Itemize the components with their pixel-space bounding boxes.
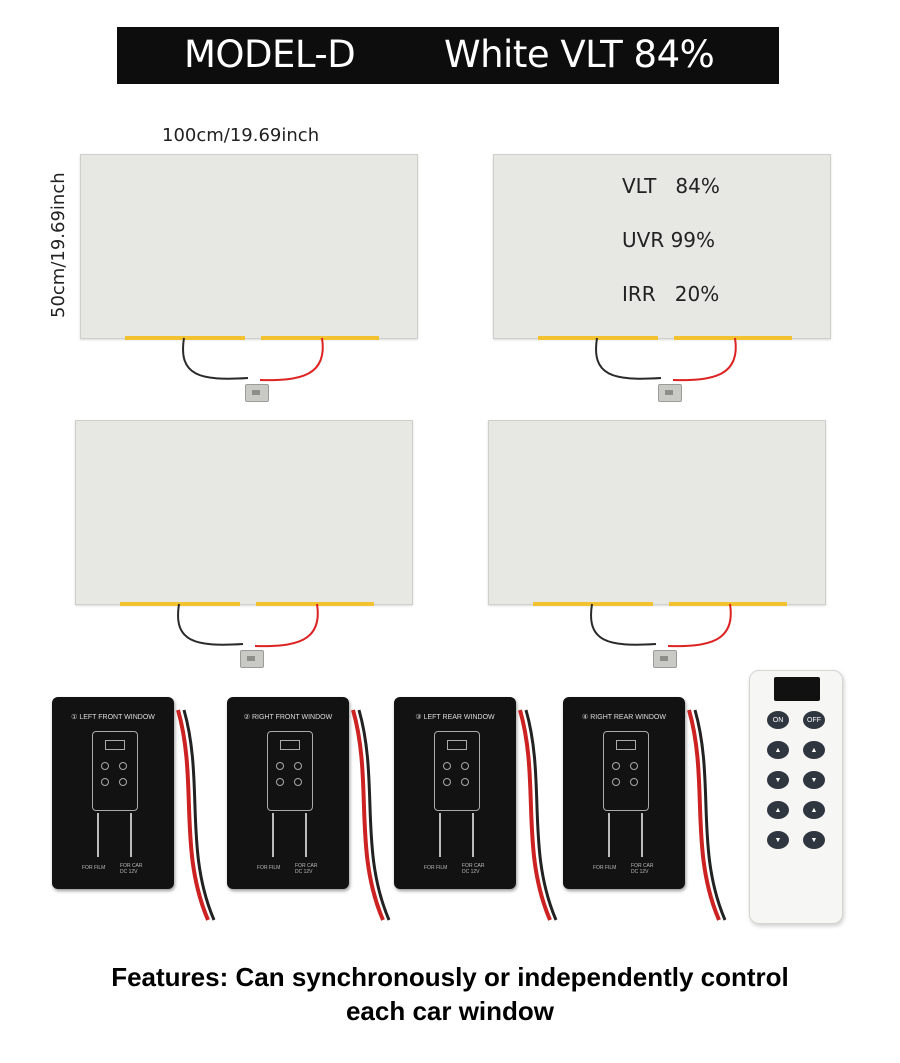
film-port-label: FOR FILM <box>82 865 106 871</box>
controller-label: ② RIGHT FRONT WINDOW <box>243 714 333 721</box>
controller-right-rear: ④ RIGHT REAR WINDOW FOR FILM FOR CAR DC … <box>563 697 685 889</box>
film-port-label: FOR FILM <box>424 865 448 871</box>
busbar <box>669 602 787 606</box>
busbar <box>120 602 240 606</box>
spec-name: UVR <box>622 228 665 252</box>
height-dimension-label: 50cm/19.69inch <box>48 172 69 318</box>
film-panel-middle-left <box>75 420 413 606</box>
film-port-label: FOR FILM <box>593 865 617 871</box>
title-banner: MODEL-D White VLT 84% <box>117 27 779 84</box>
down-arrow-icon: ▼ <box>767 771 789 789</box>
width-dimension-label: 100cm/19.69inch <box>162 125 320 146</box>
film-wires <box>177 603 319 648</box>
controller-label: ④ RIGHT REAR WINDOW <box>582 714 666 721</box>
remote-outline-icon <box>603 731 649 811</box>
car-port-label: FOR CAR DC 12V <box>631 863 654 875</box>
spec-value: 20% <box>674 282 720 306</box>
controller-label: ① LEFT FRONT WINDOW <box>71 714 155 721</box>
busbar <box>538 336 658 340</box>
busbar <box>256 602 374 606</box>
film-wires <box>590 603 732 648</box>
film-panel-top-left <box>80 154 418 340</box>
busbar <box>674 336 792 340</box>
features-caption: Features: Can synchronously or independe… <box>0 960 900 1028</box>
down-arrow-icon: ▼ <box>767 831 789 849</box>
car-port-label: FOR CAR DC 12V <box>120 863 143 875</box>
film-connector <box>658 384 682 402</box>
spec-name: IRR <box>622 282 656 306</box>
up-arrow-icon: ▲ <box>767 741 789 759</box>
car-port-label: FOR CAR DC 12V <box>462 863 485 875</box>
up-arrow-icon: ▲ <box>767 801 789 819</box>
controller-cable <box>687 709 727 921</box>
up-arrow-icon: ▲ <box>803 741 825 759</box>
busbar <box>533 602 653 606</box>
controller-cable <box>176 709 216 921</box>
controller-label: ③ LEFT REAR WINDOW <box>415 714 495 721</box>
film-wires <box>182 337 324 382</box>
caption-line-1: Features: Can synchronously or independe… <box>111 962 789 992</box>
remote-outline-icon <box>434 731 480 811</box>
film-connector <box>245 384 269 402</box>
busbar <box>261 336 379 340</box>
remote-off-button: OFF <box>803 711 825 729</box>
up-arrow-icon: ▲ <box>803 801 825 819</box>
remote-outline-icon <box>267 731 313 811</box>
model-name: MODEL-D <box>184 33 356 76</box>
controller-left-front: ① LEFT FRONT WINDOW FOR FILM FOR CAR DC … <box>52 697 174 889</box>
controller-cable <box>351 709 391 921</box>
controller-left-rear: ③ LEFT REAR WINDOW FOR FILM FOR CAR DC 1… <box>394 697 516 889</box>
spec-name: VLT <box>622 174 657 198</box>
film-connector <box>240 650 264 668</box>
spec-value: 99% <box>670 228 716 252</box>
remote-outline-icon <box>92 731 138 811</box>
remote-on-button: ON <box>767 711 789 729</box>
busbar <box>125 336 245 340</box>
controller-right-front: ② RIGHT FRONT WINDOW FOR FILM FOR CAR DC… <box>227 697 349 889</box>
film-panel-middle-right <box>488 420 826 606</box>
spec-uvr: UVR 99% <box>622 228 715 252</box>
spec-irr: IRR 20% <box>622 282 719 306</box>
remote-control: ON OFF ▲ ▲ ▼ ▼ ▲ ▲ ▼ ▼ <box>749 670 843 924</box>
caption-line-2: each car window <box>345 996 555 1026</box>
spec-value: 84% <box>675 174 720 198</box>
down-arrow-icon: ▼ <box>803 771 825 789</box>
down-arrow-icon: ▼ <box>803 831 825 849</box>
film-connector <box>653 650 677 668</box>
film-port-label: FOR FILM <box>257 865 281 871</box>
controller-cable <box>518 709 558 921</box>
remote-display <box>774 677 820 701</box>
film-panel-top-right: VLT 84% UVR 99% IRR 20% <box>493 154 831 340</box>
film-wires <box>595 337 737 382</box>
product-title: White VLT 84% <box>444 33 715 76</box>
car-port-label: FOR CAR DC 12V <box>295 863 318 875</box>
spec-vlt: VLT 84% <box>622 174 720 198</box>
